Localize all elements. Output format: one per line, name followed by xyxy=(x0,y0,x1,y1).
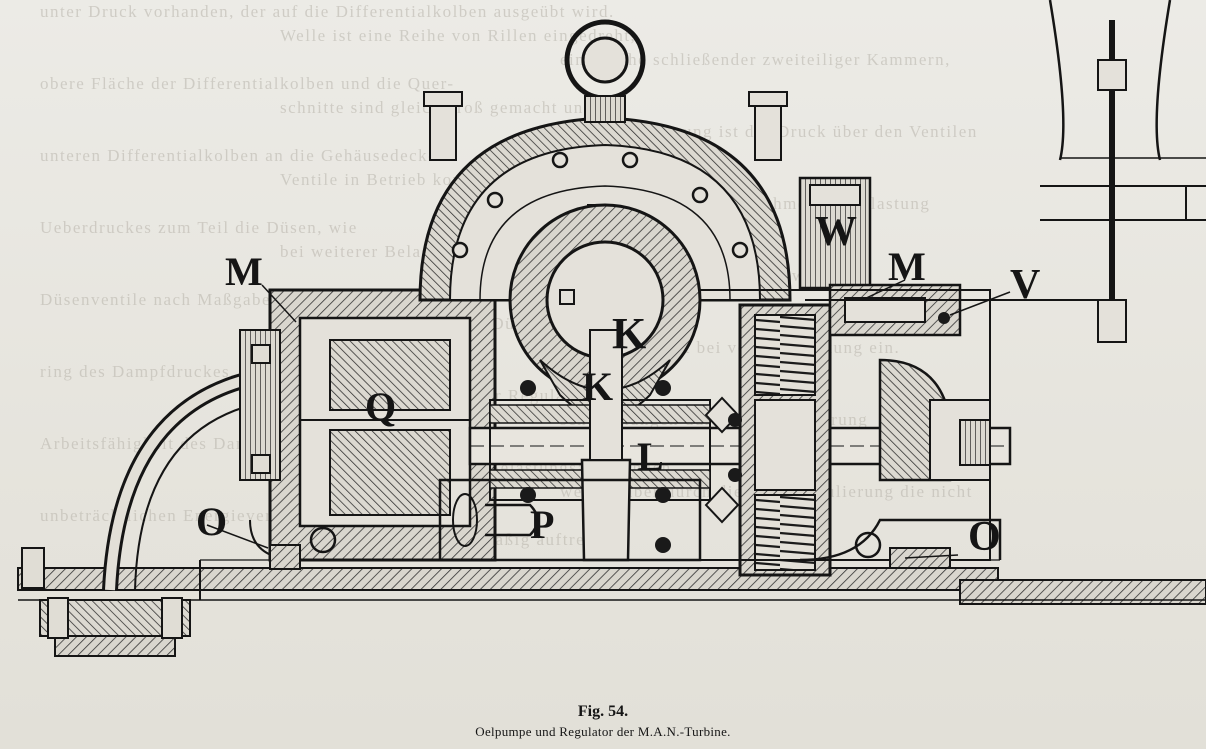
label-k-lower: K xyxy=(582,364,613,409)
label-m-left: M xyxy=(225,249,263,294)
label-p: P xyxy=(530,502,554,547)
figure-number: Fig. 54. xyxy=(577,703,629,720)
worm-gear-p xyxy=(452,329,632,562)
frame-lines xyxy=(199,518,1002,600)
leader-lines xyxy=(206,279,1011,559)
label-v: V xyxy=(1010,262,1040,308)
regulator xyxy=(704,303,832,577)
figure-caption: Oelpumpe und Regulator der M.A.N.-Turbin… xyxy=(475,724,731,739)
right-rod xyxy=(1040,0,1206,343)
valve-block xyxy=(700,176,1115,561)
label-q: Q xyxy=(365,384,396,429)
oil-pump-housing xyxy=(239,288,497,562)
label-o-left: O xyxy=(196,499,227,544)
label-k-upper: K xyxy=(612,309,646,358)
base-frame xyxy=(17,559,1206,605)
lower-housing xyxy=(309,380,882,562)
label-o-right: O xyxy=(968,514,1001,560)
reference-letters: M M W V K K Q L P O O xyxy=(196,209,1040,560)
central-gear xyxy=(508,203,702,419)
label-w: W xyxy=(815,209,857,255)
label-l: L xyxy=(637,434,664,479)
label-m-right: M xyxy=(888,244,926,289)
